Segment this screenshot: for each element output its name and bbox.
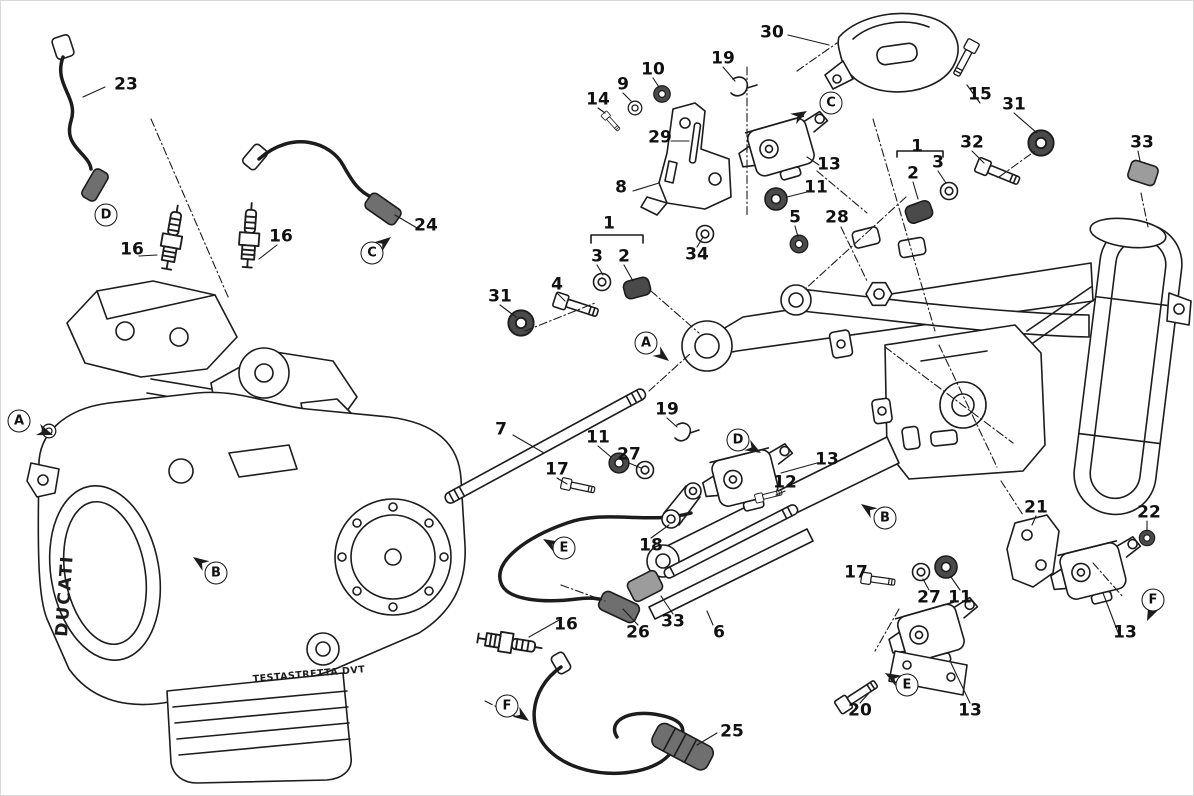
direction-arrow [374, 237, 391, 252]
direction-arrow [1147, 603, 1160, 621]
mounting-rod-7 [444, 388, 647, 504]
screw-14 [600, 110, 622, 133]
spark-plug-16a [156, 202, 189, 272]
brackets-and-rods [444, 12, 1159, 620]
cable-26 [498, 511, 693, 624]
left-mount-lug [26, 462, 60, 498]
heat-guard-30 [824, 12, 959, 93]
cap-31b [1027, 129, 1055, 157]
direction-arrow [861, 504, 878, 519]
cable-24 [241, 140, 402, 226]
stack-bracket-1b [590, 234, 644, 244]
spacer-33b [626, 569, 664, 603]
clip-19b [674, 422, 700, 442]
engine-assembly: DUCATI TESTASTRETTA DVT [26, 280, 466, 784]
grommet-11a [764, 187, 788, 211]
washer-3b [592, 272, 612, 292]
direction-arrow [512, 706, 529, 721]
bracket-21 [1006, 514, 1060, 588]
bolt-32 [973, 156, 1023, 189]
direction-arrow [790, 111, 807, 125]
spark-plug-16c [475, 627, 545, 659]
clip-19a [730, 76, 758, 97]
cable-25 [532, 651, 715, 775]
mounting-hardware [41, 37, 1156, 716]
ignition-coil-13c [1045, 534, 1153, 614]
bolt-20 [833, 676, 881, 716]
bushing-2b [622, 276, 652, 300]
frame-assembly [646, 217, 1192, 578]
nut-10 [653, 85, 671, 103]
inspection-cover [238, 347, 290, 399]
oil-sump [166, 672, 352, 784]
rod-33 [663, 504, 799, 579]
front-mount-boss [681, 320, 733, 372]
nut-5 [789, 234, 809, 254]
spacer-33a [1127, 159, 1159, 187]
pin-29 [688, 122, 702, 164]
bushing-2a [904, 199, 934, 225]
washer-27b [911, 562, 931, 582]
nut-22 [1138, 529, 1156, 547]
washer-3a [939, 181, 959, 201]
bolt-17a [559, 476, 597, 497]
washer-34 [695, 224, 715, 244]
grommet-11b [608, 452, 630, 474]
bracket-6 [648, 528, 814, 620]
direction-arrow [193, 557, 210, 572]
spark-plug-cables [51, 33, 715, 775]
washer-27a [635, 460, 655, 480]
clutch-cover [334, 498, 452, 616]
ignition-coil-13a [733, 109, 841, 191]
bolt-17b [859, 571, 897, 589]
direction-arrow [543, 539, 560, 553]
linkage-18 [661, 482, 702, 529]
washer-9 [627, 100, 643, 116]
spark-plug-16b [236, 201, 263, 269]
stack-bracket-1a [896, 150, 944, 158]
hex-bolt-28 [865, 281, 893, 307]
leader-lines [82, 34, 1148, 746]
cable-23 [51, 33, 109, 202]
direction-arrow [652, 346, 669, 361]
direction-arrow [35, 423, 53, 436]
grommet-11c [934, 555, 958, 579]
